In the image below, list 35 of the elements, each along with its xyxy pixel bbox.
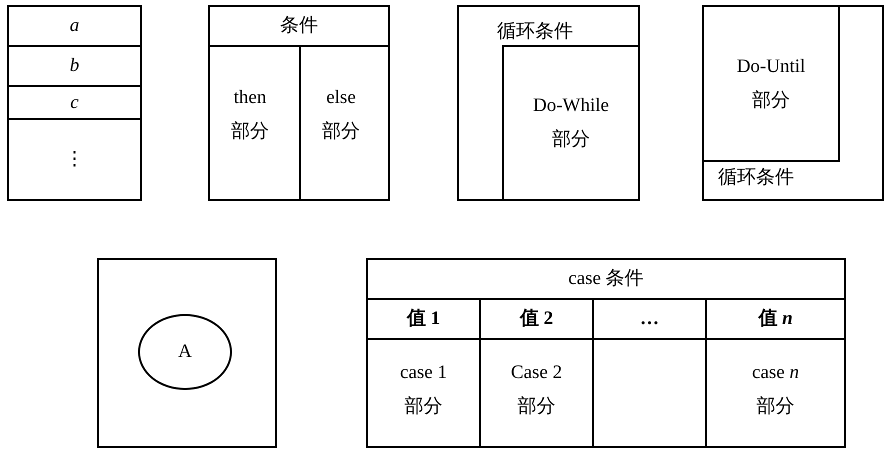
cell-text: 值 2 bbox=[520, 307, 554, 331]
branch-cell bbox=[299, 45, 390, 201]
cell-text: Do-Until 部分 bbox=[736, 54, 806, 112]
loop-body-box bbox=[702, 5, 840, 162]
condition-cell bbox=[208, 5, 390, 47]
frame-box bbox=[97, 258, 277, 448]
loop-box bbox=[457, 5, 640, 201]
cell-text: A bbox=[178, 340, 192, 364]
cell-text: Case 2 部分 bbox=[510, 361, 564, 419]
cell-text: b bbox=[70, 54, 80, 78]
cell-text: then 部分 bbox=[230, 86, 270, 144]
statement-cell bbox=[7, 85, 142, 120]
cell-text: 循环条件 bbox=[497, 20, 573, 44]
loop-body-box bbox=[502, 45, 640, 201]
cell-text: a bbox=[70, 14, 80, 38]
cell-text: c bbox=[70, 90, 79, 114]
branch-cell bbox=[208, 45, 301, 201]
cell-text: 值 n bbox=[758, 307, 793, 331]
cell-text: case 条件 bbox=[568, 267, 644, 291]
loop-box bbox=[702, 5, 884, 201]
cell-text: case 1 部分 bbox=[399, 361, 448, 419]
statement-cell bbox=[7, 45, 142, 87]
cell-text: 循环条件 bbox=[718, 166, 794, 190]
cell-text: 值 1 bbox=[406, 307, 440, 331]
statement-cell bbox=[7, 118, 142, 201]
cell-text: 条件 bbox=[280, 14, 318, 38]
cell-text: ⋮ bbox=[65, 148, 84, 172]
case-cell bbox=[705, 338, 846, 448]
cell-text: else 部分 bbox=[321, 86, 361, 144]
statement-cell bbox=[7, 5, 142, 47]
cell-text: … bbox=[640, 307, 659, 331]
case-condition-cell bbox=[366, 258, 846, 300]
case-cell bbox=[366, 338, 481, 448]
cell-text: case n 部分 bbox=[751, 361, 800, 419]
cell-text: Do-While 部分 bbox=[532, 94, 610, 152]
